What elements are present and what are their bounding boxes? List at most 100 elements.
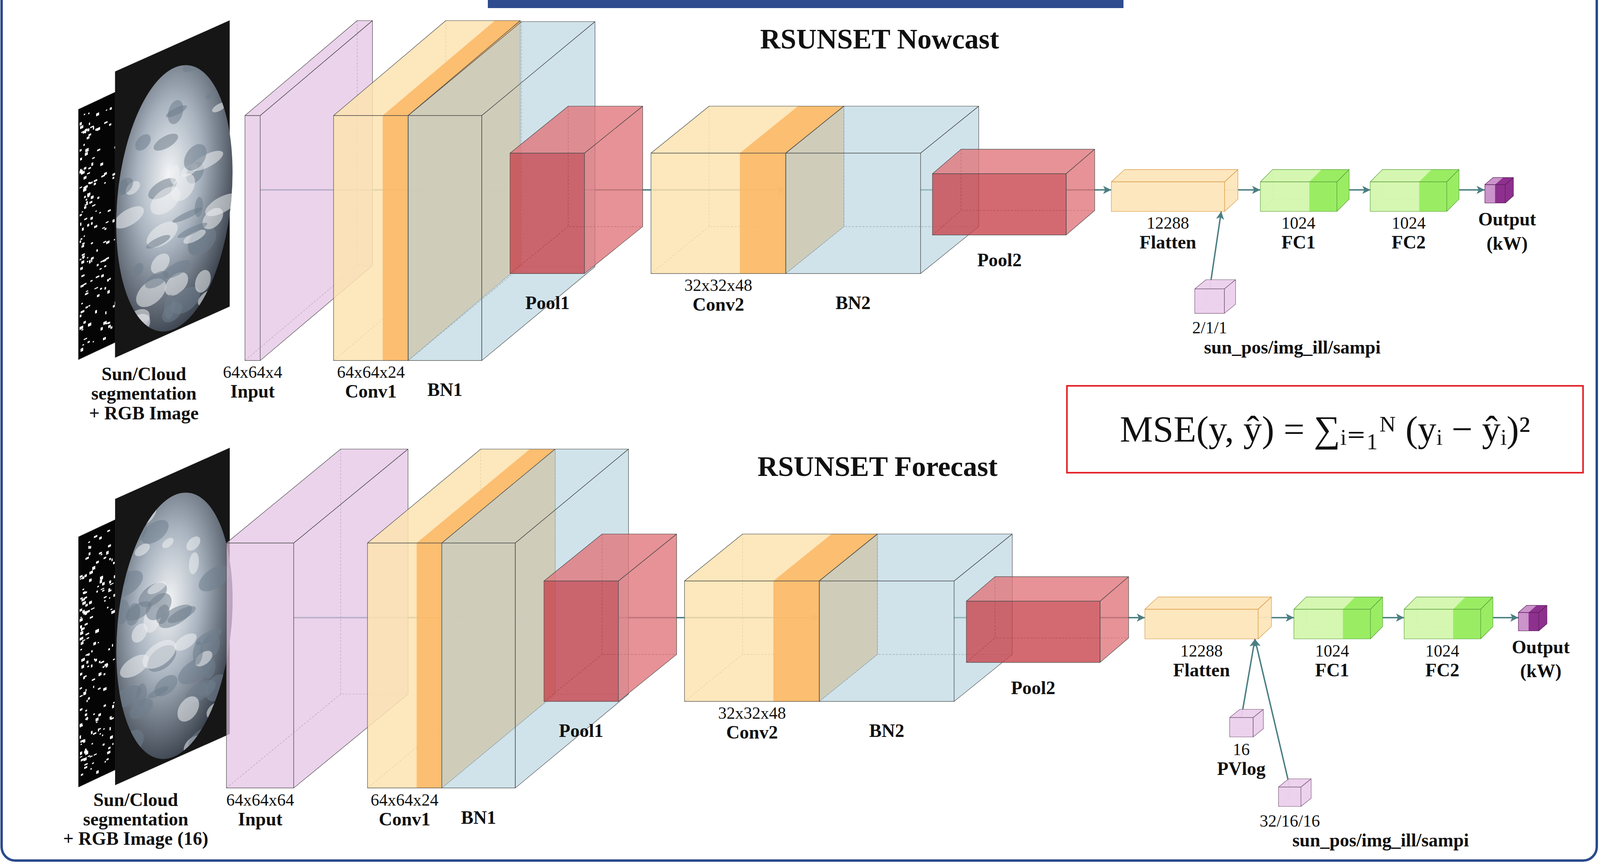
block-outline (1144, 608, 1258, 639)
cloud-mask-dot (109, 106, 112, 110)
feature-block: 2/1/1sun_pos/img_ill/sampi (1189, 288, 1383, 358)
cloud-mask-dot (102, 665, 105, 668)
cloud-mask-dot (96, 721, 98, 723)
cloud-mask-dot (80, 222, 82, 226)
block-outline (819, 580, 955, 702)
cloud-mask-dot (104, 264, 107, 267)
hidden-edge (1293, 596, 1383, 639)
hidden-edge (1111, 169, 1238, 212)
cloud-mask-dot (81, 657, 85, 662)
layer-block: 64x64x4Input (220, 115, 285, 402)
layer-name: BN2 (835, 292, 871, 314)
layer-graphic (816, 580, 957, 742)
input-image: Sun/Cloud segmentation+ RGB Image (16) (56, 447, 232, 849)
cloud-mask-dot (79, 671, 83, 676)
cloud-mask-dot (82, 588, 84, 591)
cloud-mask-dot (101, 273, 104, 278)
cloud-mask-dot (96, 560, 99, 564)
cloud-mask-dot (106, 757, 109, 761)
layer-block: 64x64x24Conv1 (331, 115, 411, 402)
block-outline (650, 153, 786, 274)
cloud-mask-dot (108, 324, 111, 328)
cloud-patch (205, 89, 217, 101)
cloud-mask-dot (79, 686, 82, 690)
hidden-edge (1518, 604, 1548, 631)
cloud-patch (184, 139, 207, 175)
top-bar (487, 0, 1124, 9)
block-outline (1404, 608, 1481, 639)
block-face (1260, 169, 1350, 182)
cloud-patch (115, 753, 140, 790)
cloud-mask-dot (84, 573, 87, 578)
cloud-mask-dot (79, 617, 83, 622)
layer-name: Pool2 (1010, 677, 1056, 699)
layer-name: Sun/Cloud segmentation (58, 789, 213, 830)
cloud-mask-dot (111, 643, 114, 647)
layer-block: Pool2 (930, 173, 1069, 271)
block-face (1253, 709, 1264, 737)
cloud-patch (186, 533, 201, 553)
cloud-mask-dot (80, 124, 84, 130)
cloud-mask-dot (108, 647, 110, 651)
block-outline (1505, 177, 1514, 204)
cloud-mask-dot (99, 535, 102, 540)
block-face (543, 580, 619, 702)
block-face (1111, 169, 1238, 182)
title-holder: RSUNSET Forecast (757, 450, 998, 482)
cloud-mask-dot (82, 241, 85, 245)
dimension-label: 1024 (1281, 213, 1316, 233)
cloud-mask-dot (84, 202, 89, 206)
cloud-mask-dot (108, 543, 112, 548)
cloud-mask-dot (79, 121, 82, 126)
block-outline (1480, 596, 1493, 639)
cloud-mask-dot (106, 550, 109, 555)
cloud-mask-dot (110, 716, 114, 721)
layer-block: 1024FC1 (1257, 181, 1340, 253)
block-face (650, 153, 786, 274)
cloud-mask-dot (100, 161, 104, 166)
cloud-mask-dot (102, 581, 105, 586)
cloud-mask-dot (79, 694, 83, 698)
layer-graphic (541, 580, 621, 742)
block-face (1538, 604, 1547, 631)
cloud-mask-dot (88, 541, 91, 544)
cloud-mask-dot (90, 241, 93, 244)
cloud-mask-dot (88, 696, 91, 700)
flow-arrow (1209, 211, 1222, 289)
cloud-mask-dot (96, 248, 98, 252)
cloud-mask-dot (96, 590, 99, 593)
layer-name: BN1 (427, 379, 463, 401)
block-face (1258, 596, 1272, 639)
cloud-mask-dot (84, 712, 88, 717)
block-outline (1258, 596, 1272, 639)
cloud-mask-dot (83, 206, 86, 209)
layer-face (226, 542, 294, 788)
block-outline (1260, 181, 1338, 212)
input-image: Sun/Cloud segmentation+ RGB Image (64, 20, 232, 423)
block-face (1309, 181, 1337, 212)
block-face (1480, 596, 1493, 639)
cloud-mask-dot (79, 239, 82, 243)
cloud-patch (205, 670, 228, 706)
cloud-mask-dot (98, 660, 101, 664)
cloud-mask-dot (99, 267, 102, 270)
layer-block: Pool2 (963, 600, 1103, 698)
cloud-mask-dot (80, 266, 83, 270)
cloud-mask-dot (79, 313, 82, 318)
cloud-mask-dot (89, 259, 91, 264)
block-outline (441, 542, 516, 788)
cloud-mask-dot (85, 653, 89, 656)
block-outline (226, 542, 294, 788)
layer-name: sun_pos/img_ill/sampi (1204, 337, 1381, 358)
layer-name: Input (237, 808, 283, 830)
cloud-mask-dot (87, 754, 91, 758)
cloud-mask-dot (98, 727, 101, 730)
title-holder: RSUNSET Nowcast (760, 23, 1000, 55)
cloud-mask-dot (83, 337, 88, 341)
block-face (481, 21, 595, 361)
layer-block: 12288Flatten (1108, 181, 1227, 253)
block-outline (1484, 184, 1506, 203)
block-outline (1224, 279, 1236, 313)
layer-name: FC2 (1425, 659, 1460, 681)
cloud-mask-dot (79, 722, 83, 727)
